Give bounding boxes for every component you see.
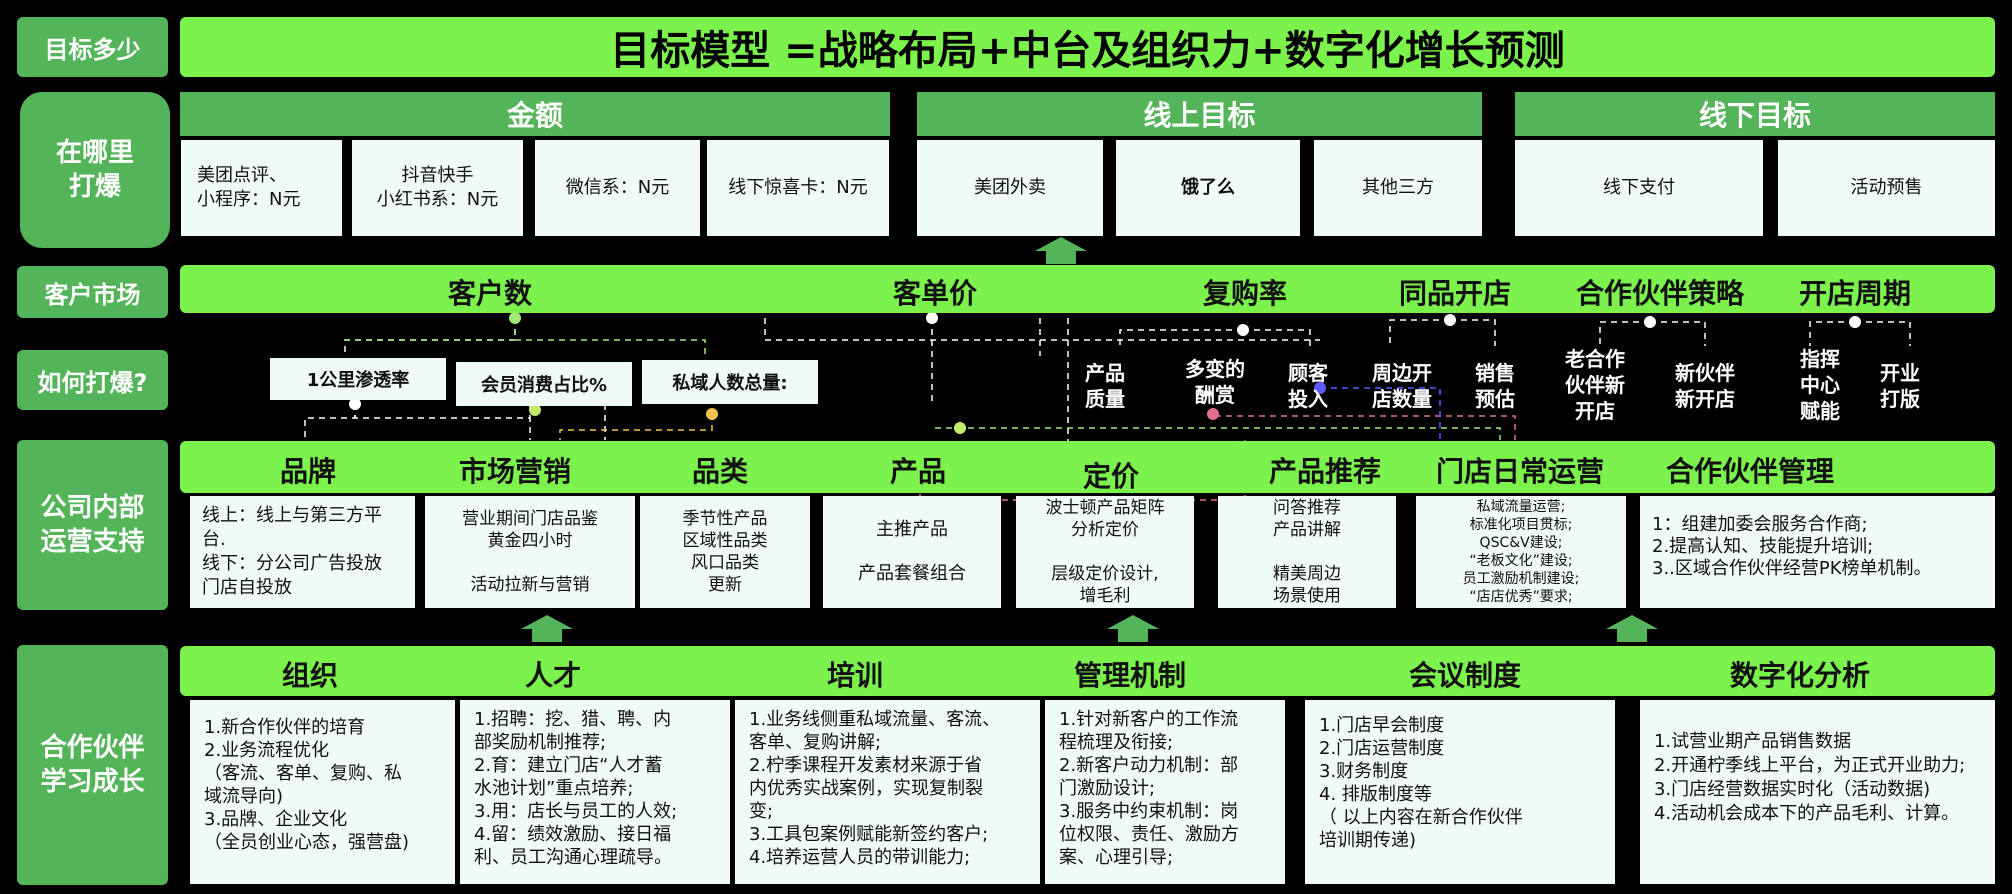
row-label-growth: 合作伙伴 学习成长	[17, 645, 168, 885]
offline-item: 线下支付	[1515, 140, 1763, 236]
how-sub-item: 新伙伴 新开店	[1675, 361, 1735, 411]
how-sub-item: 多变的 酬赏	[1185, 357, 1245, 407]
growth-text: 1.招聘：挖、猎、聘、内 部奖励机制推荐; 2.育：建立门店“人才蓄 水池计划”…	[460, 700, 730, 884]
cat-avg-order: 客单价	[892, 277, 977, 310]
how-sub-item: 开业 打版	[1880, 361, 1920, 411]
ops-header: 定价	[1082, 460, 1139, 493]
ops-header: 门店日常运营	[1435, 455, 1604, 488]
amount-header: 金额	[180, 92, 890, 136]
offline-header: 线下目标	[1515, 92, 1995, 136]
how-box: 私域人数总量:	[642, 360, 818, 404]
row-label-where: 在哪里 打爆	[20, 92, 170, 248]
up-arrow-icon	[1107, 615, 1159, 629]
growth-header: 数字化分析	[1729, 659, 1870, 692]
row-label-ops: 公司内部 运营支持	[17, 440, 168, 610]
growth-text: 1.新合作伙伴的培育 2.业务流程优化 （客流、客单、复购、私 域流导向) 3.…	[190, 700, 455, 884]
up-arrow-icon	[1118, 628, 1148, 642]
ops-text: 私域流量运营; 标准化项目贯标; QSC&V建设; “老板文化”建设; 员工激励…	[1416, 496, 1626, 608]
amount-item: 线下惊喜卡：N元	[707, 140, 889, 236]
ops-header: 市场营销	[458, 455, 571, 488]
how-box: 会员消费占比%	[456, 362, 632, 406]
cat-partner-strategy: 合作伙伴策略	[1575, 277, 1744, 310]
how-sub-item: 指挥 中心 赋能	[1800, 347, 1840, 423]
online-item: 其他三方	[1314, 140, 1482, 236]
how-sub-item: 产品 质量	[1085, 361, 1125, 411]
growth-text: 1.业务线侧重私域流量、客流、 客单、复购讲解; 2.柠季课程开发素材来源于省 …	[735, 700, 1040, 884]
amount-item: 微信系：N元	[535, 140, 700, 236]
growth-header: 人才	[524, 659, 581, 692]
online-item: 饿了么	[1116, 140, 1300, 236]
cat-open-cycle: 开店周期	[1798, 277, 1911, 310]
ops-header: 产品	[889, 455, 946, 488]
up-arrow-icon	[1035, 237, 1087, 251]
ops-text: 季节性产品 区域性品类 风口品类 更新	[640, 496, 810, 608]
growth-text: 1.针对新客户的工作流 程梳理及衔接; 2.新客户动力机制：部 门激励设计; 3…	[1045, 700, 1285, 884]
growth-header: 会议制度	[1408, 659, 1521, 692]
amount-item: 抖音快手 小红书系：N元	[352, 140, 523, 236]
up-arrow-icon	[1046, 250, 1076, 264]
row-label-customer-market: 客户市场	[17, 266, 168, 318]
growth-text: 1.门店早会制度 2.门店运营制度 3.财务制度 4. 排版制度等 （ 以上内容…	[1305, 700, 1615, 884]
ops-text: 问答推荐 产品讲解 精美周边 场景使用	[1218, 496, 1396, 608]
growth-header: 培训	[826, 659, 883, 692]
how-box: 1公里渗透率	[270, 358, 446, 400]
online-item: 美团外卖	[917, 140, 1103, 236]
growth-header: 组织	[281, 659, 338, 692]
online-header: 线上目标	[917, 92, 1482, 136]
ops-text: 主推产品 产品套餐组合	[823, 496, 1001, 608]
ops-bar	[180, 441, 1995, 493]
how-sub-item: 顾客 投入	[1288, 361, 1328, 411]
how-sub-item: 老合作 伙伴新 开店	[1565, 347, 1625, 423]
how-sub-item: 周边开 店数量	[1372, 361, 1432, 411]
cat-repurchase: 复购率	[1202, 277, 1287, 310]
ops-header: 品牌	[279, 455, 336, 488]
cat-same-store: 同品开店	[1398, 277, 1511, 310]
up-arrow-icon	[1606, 615, 1658, 629]
row-label-target: 目标多少	[17, 17, 168, 77]
how-sub-item: 销售 预估	[1475, 361, 1515, 411]
ops-text: 线上：线上与第三方平 台. 线下：分公司广告投放 门店自投放	[190, 496, 415, 608]
growth-header: 管理机制	[1073, 659, 1186, 692]
ops-text: 营业期间门店品鉴 黄金四小时 活动拉新与营销	[425, 496, 635, 608]
amount-item: 美团点评、 小程序：N元	[181, 140, 342, 236]
up-arrow-icon	[532, 628, 562, 642]
growth-bar	[180, 646, 1995, 696]
ops-text: 波士顿产品矩阵 分析定价 层级定价设计, 增毛利	[1016, 496, 1194, 608]
ops-text: 1：组建加委会服务合作商; 2.提高认知、技能提升培训; 3..区域合作伙伴经营…	[1640, 496, 1995, 608]
row-label-how: 如何打爆?	[17, 350, 168, 410]
customer-market-bar	[180, 265, 1995, 313]
growth-text: 1.试营业期产品销售数据 2.开通柠季线上平台，为正式开业助力; 3.门店经营数…	[1640, 700, 1995, 884]
offline-item: 活动预售	[1778, 140, 1995, 236]
page-title: 目标模型 =战略布局+中台及组织力+数字化增长预测	[180, 17, 1995, 77]
up-arrow-icon	[521, 615, 573, 629]
ops-header: 品类	[691, 455, 748, 488]
cat-customer-count: 客户数	[447, 277, 532, 310]
ops-header: 产品推荐	[1268, 455, 1381, 488]
ops-header: 合作伙伴管理	[1665, 455, 1834, 488]
up-arrow-icon	[1617, 628, 1647, 642]
